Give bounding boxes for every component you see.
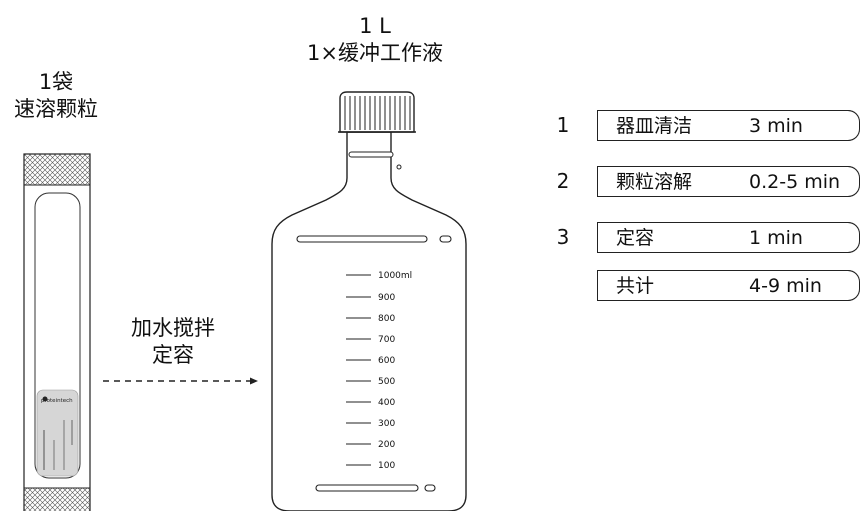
total-time: 4-9 min (749, 275, 822, 297)
step-row: 颗粒溶解 0.2-5 min (597, 166, 860, 197)
packet-label: 1袋 速溶颗粒 (0, 69, 112, 123)
action-line1: 加水搅拌 (131, 316, 215, 340)
bottle-cap (339, 91, 415, 133)
graduation-label: 200 (378, 440, 395, 450)
step-name: 定容 (616, 227, 655, 249)
bottle-body (271, 131, 467, 511)
packet-brand: proteintech (41, 398, 73, 404)
graduation-label: 300 (378, 419, 395, 429)
graduation-label: 100 (378, 461, 395, 471)
step-number: 1 (556, 113, 570, 137)
packet-top-seal (23, 153, 91, 186)
packet-bottom-seal (23, 487, 91, 511)
step-name: 颗粒溶解 (616, 171, 693, 193)
step-row: 定容 1 min (597, 222, 860, 253)
bottle-volume: 1 L (359, 14, 391, 38)
packet-label-sticker (36, 389, 79, 477)
action-line2: 定容 (152, 343, 194, 367)
step-name: 器皿清洁 (616, 115, 693, 137)
graduation-label: 400 (378, 398, 395, 408)
total-row: 共计 4-9 min (597, 270, 860, 301)
step-number: 3 (556, 225, 570, 249)
step-time: 3 min (749, 115, 803, 137)
total-label: 共计 (616, 275, 655, 297)
graduation-label: 600 (378, 356, 395, 366)
media-bottle (271, 91, 467, 511)
step-number: 2 (556, 169, 570, 193)
step-time: 0.2-5 min (749, 171, 841, 193)
bottle-label: 1 L 1×缓冲工作液 (250, 13, 500, 67)
graduation-label: 1000ml (378, 271, 412, 281)
dissolve-arrow (103, 377, 258, 385)
packet-description: 速溶颗粒 (14, 97, 98, 121)
bottle-description: 1×缓冲工作液 (307, 41, 443, 65)
graduation-label: 800 (378, 314, 395, 324)
graduation-label: 500 (378, 377, 395, 387)
powder-packet (23, 153, 91, 511)
packet-quantity: 1袋 (38, 70, 74, 94)
step-row: 器皿清洁 3 min (597, 110, 860, 141)
graduation-label: 900 (378, 293, 395, 303)
bottle-graduations (346, 274, 371, 466)
action-label: 加水搅拌 定容 (118, 315, 228, 369)
step-time: 1 min (749, 227, 803, 249)
graduation-label: 700 (378, 335, 395, 345)
